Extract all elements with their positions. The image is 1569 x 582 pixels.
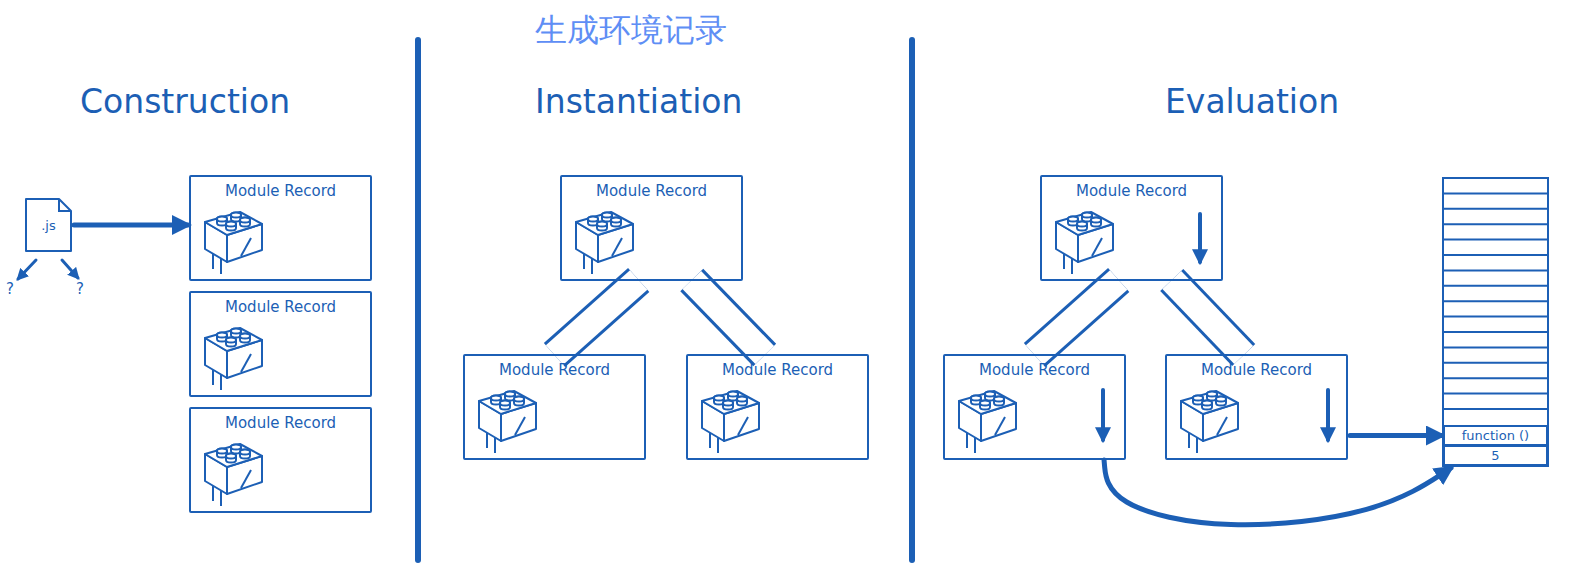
- link-channel: [1172, 280, 1244, 355]
- phase-divider: [418, 40, 912, 560]
- module-record-box: Module Record: [189, 291, 372, 397]
- lego-brick-icon-part: [205, 212, 262, 274]
- module-record-box: Module Record: [943, 354, 1126, 460]
- arrow-line: [74, 223, 188, 228]
- arrow-line: [1104, 460, 1451, 525]
- lego-brick-icon-part: [205, 444, 262, 506]
- query-arrow-part: [18, 260, 36, 279]
- box-title: Module Record: [596, 182, 707, 200]
- module-record-box: Module Record: [1040, 175, 1223, 281]
- box-title: Module Record: [1201, 361, 1312, 379]
- lego-brick-icon-part: [479, 391, 536, 453]
- module-record-box: Module Record: [1165, 354, 1348, 460]
- question-mark: ?: [76, 281, 84, 298]
- query-arrow: [18, 260, 78, 279]
- link-outline: [555, 280, 639, 355]
- stack-cell: 5: [1443, 445, 1548, 466]
- module-record-box: Module Record: [189, 407, 372, 513]
- link-outline: [1035, 280, 1119, 355]
- stack-value: function (): [1462, 428, 1529, 443]
- evaluation-arrow-part: [1101, 390, 1105, 440]
- evaluation-arrow-part: [1198, 214, 1202, 262]
- dependency-link: [1035, 280, 1119, 355]
- box-title: Module Record: [225, 298, 336, 316]
- box-title: Module Record: [722, 361, 833, 379]
- lego-brick-icon-part: [1181, 391, 1238, 453]
- link-outline: [1172, 280, 1244, 355]
- evaluation-arrow-part: [1326, 390, 1330, 440]
- lego-brick-icon-part: [576, 212, 633, 274]
- lego-brick-icon-part: [702, 391, 759, 453]
- phase-divider-part: [415, 40, 421, 560]
- box-title: Module Record: [979, 361, 1090, 379]
- phase-divider-part: [909, 40, 915, 560]
- module-record-box: Module Record: [560, 175, 743, 281]
- dependency-link: [1172, 280, 1244, 355]
- box-title: Module Record: [499, 361, 610, 379]
- file-name: .js: [41, 218, 56, 233]
- dependency-link: [692, 280, 765, 355]
- file-fold: [59, 199, 71, 211]
- module-record-box: Module Record: [463, 354, 646, 460]
- memory-stack-part: [1443, 193, 1548, 409]
- link-channel: [555, 280, 639, 355]
- phase-title: Evaluation: [1165, 83, 1339, 121]
- box-title: Module Record: [225, 182, 336, 200]
- query-arrow-part: [62, 260, 78, 278]
- question-mark: ?: [6, 281, 14, 298]
- annotation-text: 生成环境记录: [535, 12, 727, 49]
- phase-title: Instantiation: [535, 83, 742, 121]
- box-title: Module Record: [225, 414, 336, 432]
- module-record-box: Module Record: [686, 354, 869, 460]
- dependency-link: [555, 280, 639, 355]
- module-record-box: Module Record: [189, 175, 372, 281]
- memory-stack-part: [1443, 178, 1548, 466]
- link-outline: [692, 280, 765, 355]
- link-channel: [692, 280, 765, 355]
- lego-brick-icon-part: [205, 328, 262, 390]
- flow-arrow: [1350, 435, 1442, 436]
- memory-stack: [1443, 178, 1548, 466]
- js-file: .js: [25, 198, 72, 252]
- box-title: Module Record: [1076, 182, 1187, 200]
- flow-arrow: [74, 225, 188, 226]
- evaluation-arrow: [1103, 214, 1328, 440]
- link-channel: [1035, 280, 1119, 355]
- lego-brick-icon-part: [1056, 212, 1113, 274]
- stack-cell: function (): [1443, 425, 1548, 446]
- lego-brick-icon-part: [959, 391, 1016, 453]
- stack-value: 5: [1491, 448, 1499, 463]
- phase-title: Construction: [80, 83, 290, 121]
- flow-arrow: [1104, 460, 1451, 525]
- lego-brick-icon: [205, 212, 1238, 506]
- connector-layer-part: [74, 225, 1451, 525]
- file-outline: [26, 199, 71, 251]
- arrow-line: [1350, 433, 1442, 438]
